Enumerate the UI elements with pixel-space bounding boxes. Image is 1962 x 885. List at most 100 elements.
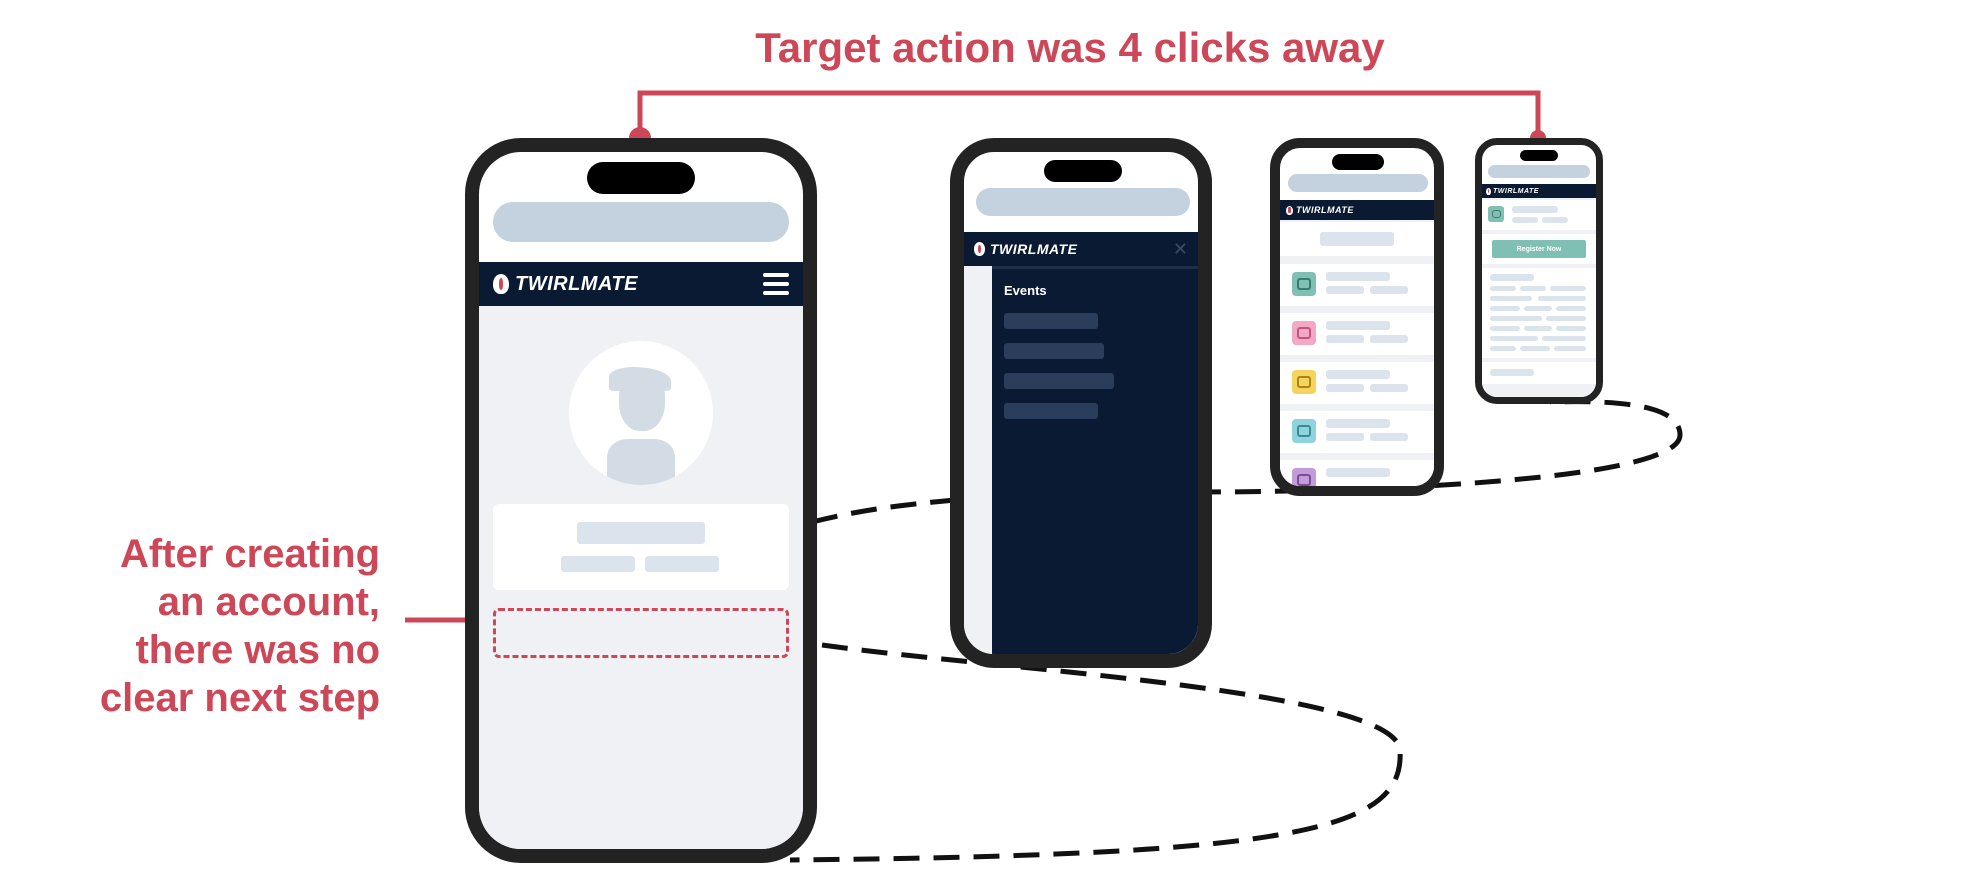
menu-backdrop <box>964 266 992 654</box>
target-action-text: Target action was 4 clicks away <box>755 24 1385 71</box>
calendar-icon <box>1292 321 1316 345</box>
event-meta-placeholder <box>1512 217 1538 223</box>
phone-notch <box>1044 160 1122 182</box>
brand-name: TWIRLMATE <box>1296 205 1354 215</box>
event-summary-card <box>1482 200 1596 230</box>
details-heading-placeholder <box>1490 274 1534 281</box>
event-meta-placeholder <box>1370 335 1408 343</box>
event-meta-placeholder <box>1370 286 1408 294</box>
event-details-card <box>1482 268 1596 358</box>
register-card: Register Now <box>1482 234 1596 264</box>
details-line-placeholder <box>1490 306 1520 311</box>
site-navbar: TWIRLMATE <box>479 262 803 306</box>
events-header-card <box>1280 222 1434 256</box>
phone-notch <box>1520 150 1558 161</box>
event-meta-placeholder <box>1370 384 1408 392</box>
details-line-placeholder <box>1556 306 1586 311</box>
event-meta-placeholder <box>1326 286 1364 294</box>
menu-item-placeholder[interactable] <box>1004 373 1114 389</box>
calendar-icon <box>1292 419 1316 443</box>
menu-item-events[interactable]: Events <box>1004 283 1047 298</box>
hamburger-icon[interactable] <box>763 273 789 295</box>
details-line-placeholder <box>1542 336 1586 341</box>
account-callout: After creating an account, there was no … <box>40 530 380 722</box>
account-callout-line: there was no <box>135 628 380 672</box>
phone-notch <box>1332 154 1384 170</box>
details-line-placeholder <box>1554 346 1586 351</box>
event-list-item[interactable] <box>1280 313 1434 355</box>
account-callout-line: clear next step <box>99 676 380 720</box>
calendar-icon <box>1292 468 1316 486</box>
details-line-placeholder <box>1490 346 1516 351</box>
account-callout-line: After creating <box>119 532 380 576</box>
twirlmate-logo-icon <box>1286 205 1293 215</box>
detail-body: Register Now <box>1482 198 1596 397</box>
event-list-item[interactable] <box>1280 460 1434 486</box>
events-body <box>1280 220 1434 486</box>
details-line-placeholder <box>1524 306 1552 311</box>
phone-notch <box>587 162 695 194</box>
event-list-item[interactable] <box>1280 264 1434 306</box>
events-heading-placeholder <box>1320 232 1394 246</box>
brand-name: TWIRLMATE <box>990 241 1078 257</box>
site-logo[interactable]: TWIRLMATE <box>1286 205 1354 215</box>
details-line-placeholder <box>1490 326 1520 331</box>
phone-menu-screen: TWIRLMATE ✕ Events <box>950 138 1212 668</box>
phone-events-screen: TWIRLMATE <box>1270 138 1444 496</box>
calendar-icon <box>1292 370 1316 394</box>
phone-event-detail-screen: TWIRLMATE Register Now <box>1475 138 1603 404</box>
menu-item-placeholder[interactable] <box>1004 313 1098 329</box>
event-title-placeholder <box>1326 321 1390 330</box>
browser-url-bar <box>493 202 789 242</box>
details-line-placeholder <box>1556 326 1586 331</box>
target-action-callout: Target action was 4 clicks away <box>0 24 1962 72</box>
target-bracket-line <box>637 90 1541 138</box>
site-logo[interactable]: TWIRLMATE <box>1486 187 1539 195</box>
event-list-item[interactable] <box>1280 411 1434 453</box>
details-line-placeholder <box>1490 336 1538 341</box>
details-line-placeholder <box>1490 316 1542 321</box>
details-line-placeholder <box>1546 316 1586 321</box>
browser-url-bar <box>1288 174 1428 192</box>
browser-url-bar <box>1488 165 1590 178</box>
event-meta-placeholder <box>1326 335 1364 343</box>
profile-name-placeholder <box>577 522 705 544</box>
site-navbar: TWIRLMATE <box>1280 200 1434 220</box>
event-meta-placeholder <box>1326 384 1364 392</box>
user-avatar-icon <box>569 341 713 485</box>
event-meta-placeholder <box>1370 433 1408 441</box>
details-line-placeholder <box>1520 286 1546 291</box>
details-line-placeholder <box>1490 296 1532 301</box>
event-footer-card <box>1482 362 1596 384</box>
dashed-flow-path-3 <box>1194 399 1683 495</box>
twirlmate-logo-icon <box>1486 187 1491 195</box>
brand-name: TWIRLMATE <box>515 272 638 295</box>
event-meta-placeholder <box>1542 217 1568 223</box>
details-line-placeholder <box>1538 296 1586 301</box>
close-icon[interactable]: ✕ <box>1172 238 1188 259</box>
register-now-button[interactable]: Register Now <box>1492 240 1586 258</box>
menu-item-placeholder[interactable] <box>1004 403 1098 419</box>
calendar-icon <box>1292 272 1316 296</box>
brand-name: TWIRLMATE <box>1493 187 1539 195</box>
twirlmate-logo-icon <box>493 274 509 294</box>
site-logo[interactable]: TWIRLMATE <box>974 241 1077 257</box>
event-list-item[interactable] <box>1280 362 1434 404</box>
dashed-flow-path-1 <box>811 497 956 525</box>
dashed-flow-path-2 <box>789 642 1403 863</box>
site-navbar: TWIRLMATE ✕ <box>964 232 1198 266</box>
site-logo[interactable]: TWIRLMATE <box>493 273 638 296</box>
missing-next-step-outline <box>493 608 789 658</box>
browser-url-bar <box>976 188 1190 216</box>
calendar-icon <box>1488 206 1504 222</box>
menu-item-placeholder[interactable] <box>1004 343 1104 359</box>
nav-drawer: Events <box>992 266 1198 654</box>
phone-profile-screen: TWIRLMATE <box>465 138 817 863</box>
details-line-placeholder <box>1490 286 1516 291</box>
event-meta-placeholder <box>1326 433 1364 441</box>
details-line-placeholder <box>1524 326 1552 331</box>
profile-body <box>479 306 803 849</box>
twirlmate-logo-icon <box>974 242 985 256</box>
details-line-placeholder <box>1550 286 1586 291</box>
details-line-placeholder <box>1520 346 1550 351</box>
